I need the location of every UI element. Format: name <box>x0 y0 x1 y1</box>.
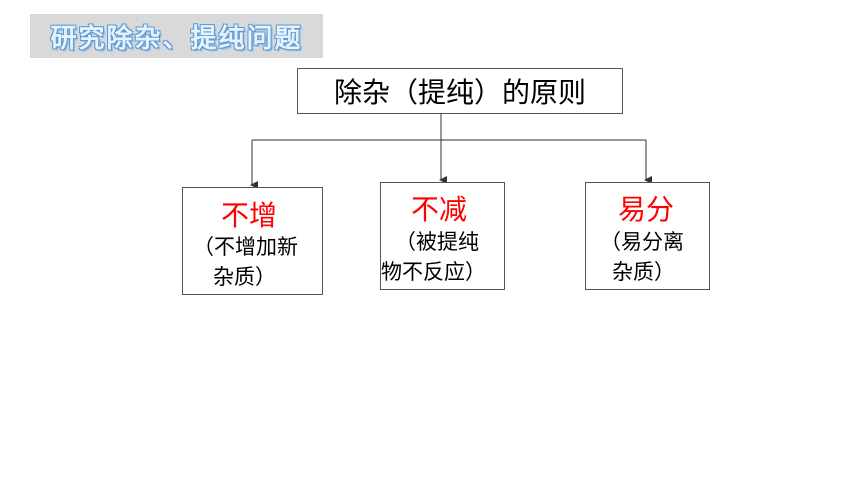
principle-box-yifen: 易分 （易分离 杂质） <box>585 182 710 290</box>
principle-box-buzeng: 不增 （不增加新 杂质） <box>182 187 323 295</box>
root-principle-box: 除杂（提纯）的原则 <box>297 68 623 114</box>
principle-desc-bujian-line2: 物不反应） <box>381 260 486 284</box>
principle-desc-yifen-line2: 杂质） <box>612 260 675 284</box>
heading-title: 研究除杂、提纯问题 <box>50 23 303 54</box>
heading-banner: 研究除杂、提纯问题 <box>30 14 323 58</box>
principle-box-bujian: 不减 （被提纯 物不反应） <box>380 182 505 290</box>
principle-desc-yifen-line1: （易分离 <box>600 230 684 254</box>
principle-title-yifen: 易分 <box>618 193 675 226</box>
principle-title-buzeng: 不增 <box>221 199 278 232</box>
principle-title-bujian: 不减 <box>411 193 468 226</box>
principle-desc-bujian-line1: （被提纯 <box>395 230 479 254</box>
principle-desc-buzeng-line1: （不增加新 <box>193 235 298 259</box>
root-principle-label: 除杂（提纯）的原则 <box>333 76 586 109</box>
principle-desc-buzeng-line2: 杂质） <box>213 265 276 289</box>
